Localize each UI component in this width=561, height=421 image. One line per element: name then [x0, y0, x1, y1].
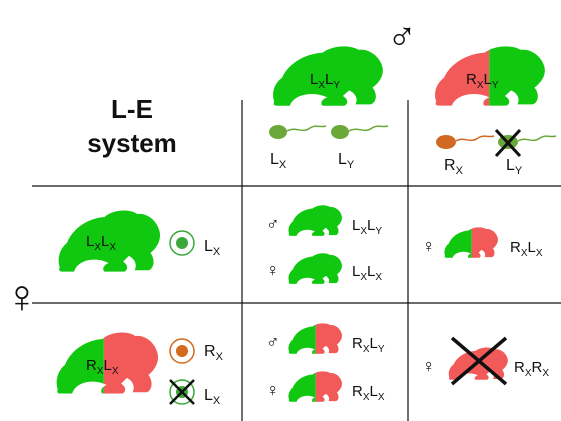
frog-female-RxLx-label: RXLX	[86, 357, 119, 377]
egg-LX-crossed-label: LX	[204, 387, 221, 407]
cell-r1c2-female-symbol-icon: ♀	[422, 236, 436, 256]
cell-r2c2-female-symbol-icon: ♀	[422, 356, 436, 376]
title-line1: L-E	[111, 94, 153, 124]
title-line2: system	[87, 128, 177, 158]
svg-text:RXLY: RXLY	[466, 71, 499, 91]
cell-r2c1-female-symbol-icon: ♀	[266, 380, 280, 400]
sperm-LY-label: LY	[338, 151, 355, 171]
cell-r1c1-male-label: LXLY	[352, 217, 382, 237]
cell-r1c1-female-label: LXLX	[352, 263, 382, 283]
grid-lines	[32, 100, 561, 421]
cell-r1c1-female-symbol-icon: ♀	[266, 260, 280, 280]
cell-r1c1-female-frog-icon	[288, 253, 342, 284]
cell-r1c1-male-frog-icon	[288, 205, 342, 236]
cell-r2c1-male-frog-icon	[288, 323, 342, 354]
egg-LX-crossed-icon	[169, 379, 195, 405]
svg-text:LXLY: LXLY	[310, 71, 340, 91]
cell-r2c1-female-label: RXLX	[352, 383, 385, 403]
egg-RX-label: RX	[204, 343, 224, 363]
sperm-LX-label: LX	[270, 151, 287, 171]
sperm-LY-icon	[331, 125, 389, 139]
cell-r1c1-male-symbol-icon: ♂	[266, 214, 280, 234]
cell-r2c1-male-symbol-icon: ♂	[266, 332, 280, 352]
sperm-LY-crossed-icon	[494, 128, 557, 158]
frog-male-LxLy-label: LXLY	[310, 71, 340, 91]
sperm-LY-crossed-label: LY	[506, 157, 523, 177]
cell-r2c2-female-label: RXRX	[514, 359, 549, 379]
frog-male-RxLy-label: RXLY	[466, 71, 499, 91]
cell-r2c1-male-label: RXLY	[352, 335, 385, 355]
cell-r2c2-cross-icon	[450, 336, 508, 386]
sperm-RX-label: RX	[444, 157, 464, 177]
frog-female-LxLx-label: LXLX	[86, 233, 116, 253]
egg-LX-label: LX	[204, 238, 221, 258]
sperm-LX-icon	[269, 125, 327, 139]
cell-r1c2-female-label: RXLX	[510, 239, 543, 259]
cell-r1c2-female-frog-icon	[444, 227, 498, 258]
male-symbol-icon: ♂	[387, 15, 417, 59]
cell-r2c1-female-frog-icon	[288, 371, 342, 402]
egg-RX-icon	[169, 338, 195, 364]
sperm-RX-icon	[436, 135, 495, 149]
egg-LX-icon	[169, 230, 195, 256]
female-symbol-icon: ♀	[5, 270, 40, 322]
